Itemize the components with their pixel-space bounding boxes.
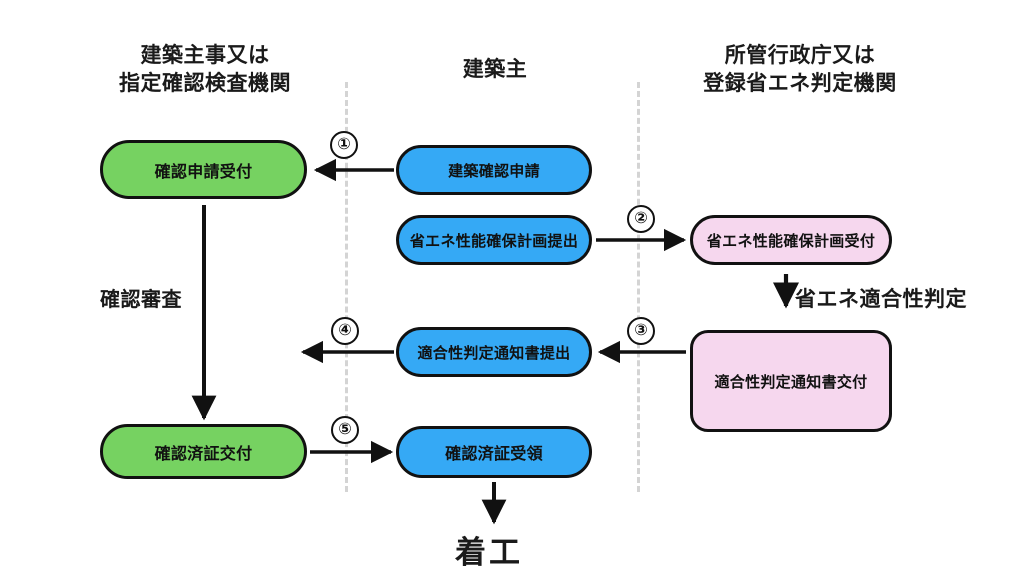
node-label: 建築確認申請 [448, 162, 540, 180]
column-header-line1: 所管行政庁又は [724, 44, 876, 67]
step-number-1: ① [330, 131, 358, 159]
node-label: 確認申請受付 [154, 163, 253, 181]
node-conformity-notice-submission[interactable]: 適合性判定通知書提出 [396, 327, 592, 377]
step-number-5: ⑤ [331, 416, 359, 444]
node-confirmation-certificate-issuance[interactable]: 確認済証交付 [100, 424, 307, 479]
column-header-administrative-agency: 所管行政庁又は 登録省エネ判定機関 [650, 42, 950, 99]
column-header-building-owner: 建築主 [395, 56, 595, 84]
node-energy-plan-receipt[interactable]: 省エネ性能確保計画受付 [690, 215, 892, 265]
node-confirmation-application-receipt[interactable]: 確認申請受付 [100, 140, 307, 199]
lane-divider-right [637, 82, 640, 492]
step-number-label: ④ [338, 322, 352, 339]
node-building-confirmation-application[interactable]: 建築確認申請 [396, 145, 592, 195]
label-confirmation-review: 確認審査 [100, 289, 182, 311]
lane-divider-left [345, 82, 348, 492]
step-number-2: ② [627, 205, 655, 233]
step-number-label: ③ [634, 322, 648, 339]
step-number-label: ② [634, 210, 648, 227]
node-label: 確認済証受領 [445, 446, 543, 463]
column-header-owner-or-inspection-agency: 建築主事又は 指定確認検査機関 [60, 42, 350, 99]
step-number-label: ① [337, 136, 351, 153]
column-header-line2: 指定確認検査機関 [119, 72, 291, 96]
node-conformity-notice-issuance[interactable]: 適合性判定通知書交付 [690, 330, 892, 432]
column-header-line1: 建築主事又は [140, 44, 270, 67]
node-label: 適合性判定通知書提出 [417, 344, 571, 362]
label-construction-start: 着工 [455, 535, 523, 570]
step-number-4: ④ [331, 317, 359, 345]
node-energy-plan-submission[interactable]: 省エネ性能確保計画提出 [396, 215, 592, 265]
step-number-label: ⑤ [338, 421, 352, 438]
node-label: 省エネ性能確保計画提出 [409, 232, 579, 250]
column-header-line1: 建築主 [462, 58, 528, 81]
label-energy-conformity-judgement: 省エネ適合性判定 [795, 288, 967, 311]
node-label: 確認済証交付 [154, 445, 253, 463]
node-label: 省エネ性能確保計画受付 [706, 232, 876, 250]
step-number-3: ③ [627, 317, 655, 345]
column-header-line2: 登録省エネ判定機関 [703, 72, 897, 96]
node-confirmation-certificate-receipt[interactable]: 確認済証受領 [396, 426, 592, 478]
node-label: 適合性判定通知書交付 [714, 373, 868, 391]
